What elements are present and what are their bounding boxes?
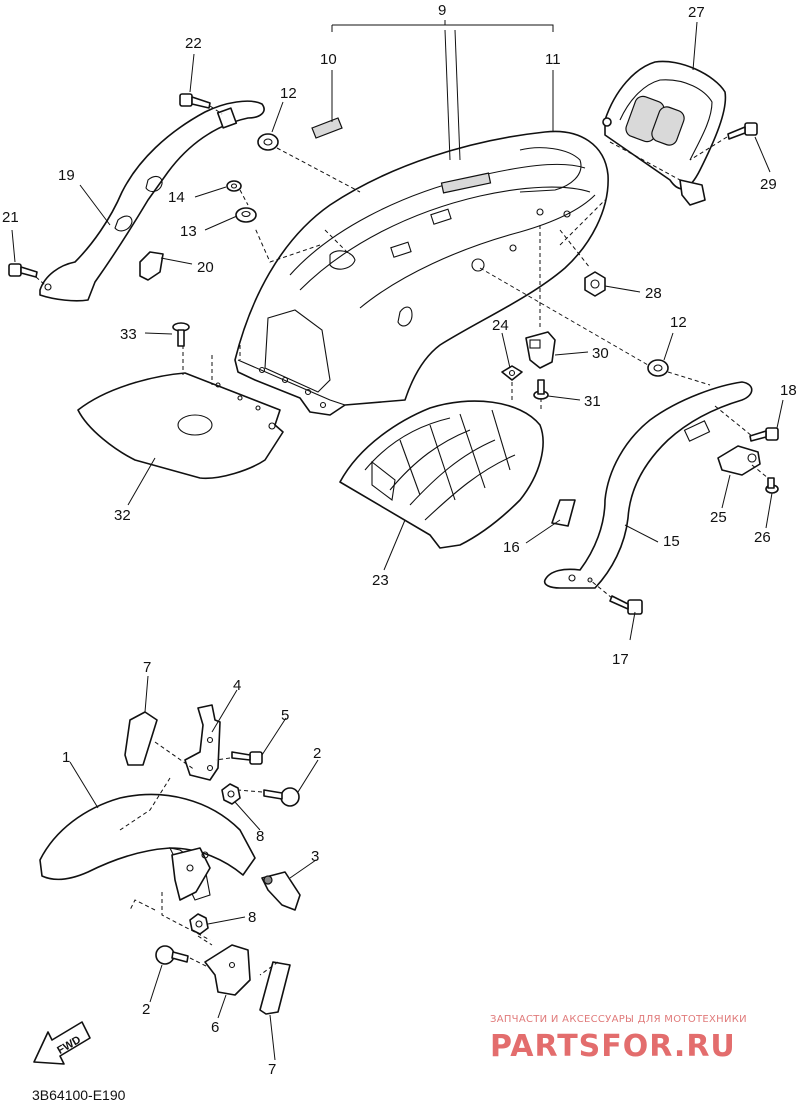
rear-fender	[234, 130, 609, 416]
callout-17: 17	[612, 651, 629, 668]
callout-2-lower: 2	[142, 1001, 150, 1018]
watermark-tagline: ЗАПЧАСТИ И АКСЕССУАРЫ ДЛЯ МОТОТЕХНИКИ	[490, 1014, 747, 1025]
callout-21: 21	[2, 209, 19, 226]
callout-22: 22	[185, 35, 202, 52]
callout-10: 10	[320, 51, 337, 68]
front-fender-bracket	[171, 847, 211, 901]
callout-7-bottom: 7	[268, 1061, 276, 1078]
bracket-30	[525, 331, 556, 369]
tail-light	[602, 60, 727, 206]
callout-8-lower: 8	[248, 909, 256, 926]
screw-33	[172, 322, 190, 347]
nut-8-lower	[189, 913, 209, 935]
callout-26: 26	[754, 529, 771, 546]
callout-19: 19	[58, 167, 75, 184]
stay-3	[261, 871, 301, 911]
callout-14: 14	[168, 189, 185, 206]
callout-11: 11	[545, 51, 561, 68]
bolt-21	[8, 263, 38, 278]
watermark: ЗАПЧАСТИ И АКСЕССУАРЫ ДЛЯ МОТОТЕХНИКИ PA…	[490, 1014, 747, 1064]
callout-27: 27	[688, 4, 705, 21]
callout-1: 1	[62, 749, 70, 766]
bolt-5	[231, 751, 263, 765]
nut-28	[584, 271, 606, 297]
callout-4: 4	[233, 677, 241, 694]
bolt-18	[749, 427, 779, 442]
callout-16: 16	[503, 539, 520, 556]
callout-9: 9	[438, 2, 446, 19]
callout-29: 29	[760, 176, 777, 193]
callout-20: 20	[197, 259, 214, 276]
callout-2-upper: 2	[313, 745, 321, 762]
grommet-13	[235, 207, 257, 223]
cushion-20	[139, 251, 164, 281]
left-grab-bar	[39, 100, 265, 302]
inner-fender-liner	[339, 400, 544, 549]
screw-26	[765, 477, 779, 494]
leader-lines	[11, 20, 784, 1061]
callout-24: 24	[492, 317, 509, 334]
rubber-damper-left	[257, 133, 279, 151]
callout-30: 30	[592, 345, 609, 362]
callout-18: 18	[780, 382, 797, 399]
license-plate-flap	[77, 345, 284, 480]
nut-24	[501, 365, 523, 381]
callout-6: 6	[211, 1019, 219, 1036]
bolt-29	[727, 122, 758, 140]
nut-8-upper	[221, 783, 241, 805]
fwd-arrow-icon: FWD	[33, 1021, 91, 1065]
label-10	[311, 117, 343, 139]
callout-15: 15	[663, 533, 680, 550]
cushion-16	[551, 499, 576, 527]
callout-7-top: 7	[143, 659, 151, 676]
callout-25: 25	[710, 509, 727, 526]
callout-31: 31	[584, 393, 601, 410]
callout-12-left: 12	[280, 85, 297, 102]
cushion-7-bottom	[259, 961, 291, 1015]
callouts: 9 10 11 27 22 12 19 14 13 21 20 33 29 28…	[2, 2, 797, 1078]
stay-6	[204, 944, 251, 996]
screw-31	[533, 379, 549, 400]
bolt-2-upper	[263, 787, 300, 807]
bolt-2-lower	[155, 945, 189, 965]
collar-14	[226, 180, 242, 192]
callout-5: 5	[281, 707, 289, 724]
rubber-damper-right	[647, 359, 669, 377]
diagram-code: 3B64100-E190	[32, 1087, 126, 1103]
callout-3: 3	[311, 848, 319, 865]
callout-33: 33	[120, 326, 137, 343]
callout-8-upper: 8	[256, 828, 264, 845]
front-fender	[39, 777, 256, 901]
callout-13: 13	[180, 223, 197, 240]
callout-23: 23	[372, 572, 389, 589]
bolt-17	[609, 595, 643, 615]
callout-28: 28	[645, 285, 662, 302]
callout-12-right: 12	[670, 314, 687, 331]
callout-32: 32	[114, 507, 131, 524]
bracket-25	[717, 445, 761, 476]
cushion-7-top	[124, 711, 158, 766]
right-grab-bar	[543, 381, 753, 589]
stay-4	[184, 704, 221, 781]
bolt-22	[179, 93, 211, 109]
watermark-logo: PARTSFOR.RU	[490, 1029, 736, 1064]
